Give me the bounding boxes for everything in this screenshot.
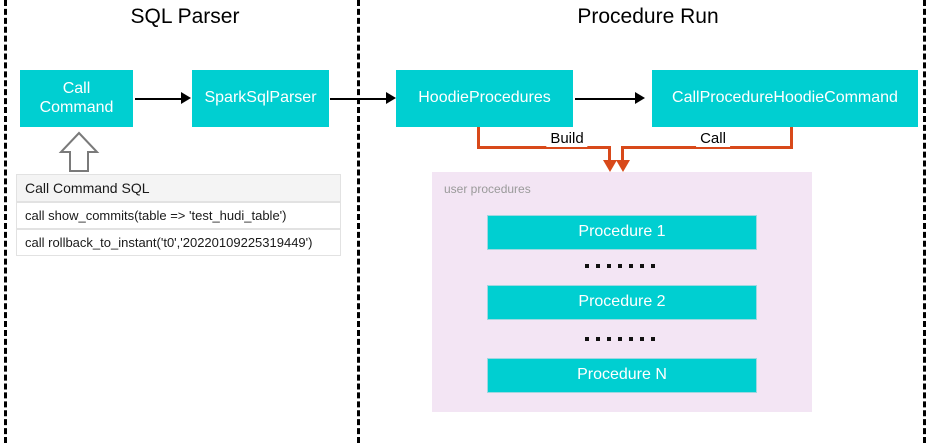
arrow-head-parser-to-hoodie-procedures	[386, 92, 396, 104]
sql-table-row: call rollback_to_instant('t0','202201092…	[16, 229, 341, 256]
arrow-head-hoodie-procedures-to-call-command-node	[635, 92, 645, 104]
node-procedure-n[interactable]: Procedure N	[487, 358, 757, 393]
node-call-procedure-hoodie-command[interactable]: CallProcedureHoodieCommand	[652, 70, 918, 127]
sql-table-row: call show_commits(table => 'test_hudi_ta…	[16, 202, 341, 229]
call-connector-arrowhead	[616, 160, 630, 172]
build-connector-horizontal	[477, 146, 611, 149]
arrow-call-command-to-parser	[135, 98, 183, 100]
node-procedure-1[interactable]: Procedure 1	[487, 215, 757, 250]
section-title-sql-parser: SQL Parser	[130, 5, 240, 28]
build-connector-arrowhead	[603, 160, 617, 172]
node-hoodie-procedures[interactable]: HoodieProcedures	[396, 70, 573, 127]
node-spark-sql-parser[interactable]: SparkSqlParser	[192, 70, 329, 127]
connector-label-call: Call	[696, 130, 730, 147]
build-connector-vertical-end	[608, 146, 611, 162]
sql-table-header: Call Command SQL	[16, 174, 341, 202]
arrow-head-call-command-to-parser	[181, 92, 191, 104]
node-procedure-2[interactable]: Procedure 2	[487, 285, 757, 320]
user-procedures-label: user procedures	[444, 182, 531, 196]
up-arrow-icon	[58, 131, 100, 178]
call-connector-horizontal	[621, 146, 793, 149]
node-call-command[interactable]: Call Command	[20, 70, 133, 127]
build-connector-vertical-start	[477, 127, 480, 149]
divider-middle	[357, 0, 360, 443]
connector-label-build: Build	[546, 130, 588, 147]
call-connector-vertical-end	[621, 146, 624, 162]
ellipsis-separator	[585, 337, 655, 341]
section-title-procedure-run: Procedure Run	[577, 5, 719, 28]
ellipsis-separator	[585, 264, 655, 268]
arrow-parser-to-hoodie-procedures	[330, 98, 388, 100]
call-command-sql-table: Call Command SQL call show_commits(table…	[16, 174, 341, 256]
call-connector-vertical-start	[790, 127, 793, 149]
divider-right	[923, 0, 926, 443]
arrow-hoodie-procedures-to-call-command-node	[575, 98, 637, 100]
divider-left	[4, 0, 7, 443]
